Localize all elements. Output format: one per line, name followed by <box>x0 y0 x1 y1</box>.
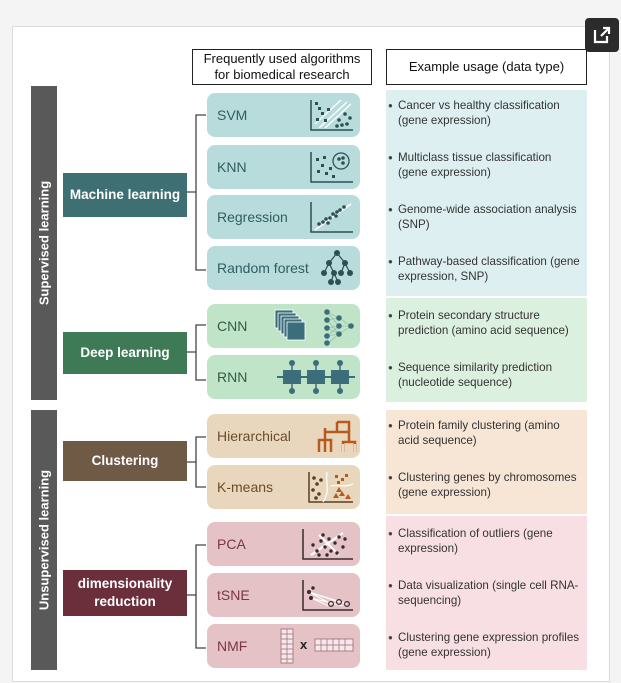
algo-kmeans-label: K-means <box>217 479 274 495</box>
algo-tsne-label: tSNE <box>217 587 250 603</box>
algo-nmf: NMF x <box>207 624 360 668</box>
usage-cnn: Protein secondary structure prediction (… <box>388 308 584 338</box>
category-clustering-label: Clustering <box>91 453 159 468</box>
category-dimensionality-reduction-label: dimensionality reduction <box>77 576 173 609</box>
kmeans-plot-icon <box>308 471 354 503</box>
open-external-button[interactable] <box>585 18 619 52</box>
usage-knn: Multiclass tissue classification (gene e… <box>388 150 584 180</box>
category-dimensionality-reduction: dimensionality reduction <box>63 570 187 616</box>
rnn-chain-icon <box>277 360 355 394</box>
algo-random-forest: Random forest <box>207 246 360 290</box>
dendrogram-icon <box>317 420 357 452</box>
algo-svm-label: SVM <box>217 107 248 123</box>
algo-hierarchical: Hierarchical <box>207 414 360 458</box>
cnn-layers-icon <box>274 309 354 346</box>
usage-header-text: Example usage (data type) <box>408 59 565 74</box>
category-clustering: Clustering <box>63 441 187 481</box>
usage-header: Example usage (data type) <box>386 49 587 85</box>
unsupervised-learning-label: Unsupervised learning <box>36 469 52 611</box>
algo-svm: SVM <box>207 93 360 137</box>
algo-pca-label: PCA <box>217 536 246 552</box>
usage-rnn: Sequence similarity prediction (nucleoti… <box>388 360 584 390</box>
pca-plot-icon <box>302 529 353 560</box>
usage-svm: Cancer vs healthy classification (gene e… <box>388 98 584 128</box>
algo-rnn-label: RNN <box>217 369 248 385</box>
algo-rnn: RNN <box>207 355 360 399</box>
supervised-learning-label: Supervised learning <box>36 180 52 306</box>
external-link-icon <box>593 26 611 44</box>
algo-hierarchical-label: Hierarchical <box>217 428 291 444</box>
usage-hierarchical: Protein family clustering (amino acid se… <box>388 418 584 448</box>
algo-kmeans: K-means <box>207 465 360 509</box>
algorithms-header: Frequently used algorithms for biomedica… <box>192 49 372 85</box>
svm-plot-icon <box>310 99 353 131</box>
category-machine-learning-label: Machine learning <box>69 187 181 202</box>
category-deep-learning-label: Deep learning <box>80 345 170 360</box>
category-deep-learning: Deep learning <box>63 332 187 374</box>
tsne-plot-icon <box>302 580 353 611</box>
algorithms-header-text: Frequently used algorithms for biomedica… <box>203 51 361 82</box>
unsupervised-learning-bar: Unsupervised learning <box>31 410 57 670</box>
regression-plot-icon <box>310 202 353 233</box>
nmf-times-sign: x <box>300 637 308 652</box>
algo-nmf-label: NMF <box>217 638 248 654</box>
usage-pca: Classification of outliers (gene express… <box>388 526 584 556</box>
algo-pca: PCA <box>207 522 360 566</box>
usage-kmeans: Clustering genes by chromosomes (gene ex… <box>388 470 584 500</box>
tree-icon <box>321 250 353 285</box>
category-machine-learning: Machine learning <box>63 173 187 217</box>
algo-cnn: CNN <box>207 304 360 348</box>
usage-random-forest: Pathway-based classification (gene expre… <box>388 254 584 284</box>
supervised-learning-bar: Supervised learning <box>31 86 57 400</box>
knn-plot-icon <box>310 152 353 183</box>
algo-random-forest-label: Random forest <box>217 260 309 276</box>
algo-regression-label: Regression <box>217 209 288 225</box>
algo-knn: KNN <box>207 145 360 189</box>
nmf-matrix-icon <box>280 628 354 664</box>
algo-tsne: tSNE <box>207 573 360 617</box>
algo-regression: Regression <box>207 195 360 239</box>
category-connectors <box>186 114 206 649</box>
algo-cnn-label: CNN <box>217 318 248 334</box>
algo-knn-label: KNN <box>217 159 247 175</box>
usage-regression: Genome-wide association analysis (SNP) <box>388 202 584 232</box>
usage-tsne: Data visualization (single cell RNA-sequ… <box>388 578 584 608</box>
usage-nmf: Clustering gene expression profiles (gen… <box>388 630 584 660</box>
